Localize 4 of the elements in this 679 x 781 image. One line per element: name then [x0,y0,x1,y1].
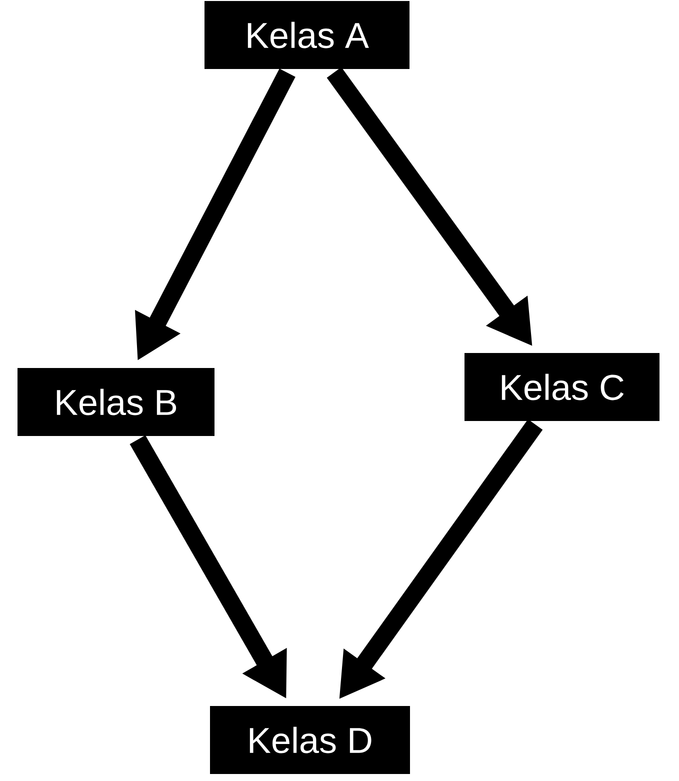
class-box: Kelas D [210,706,410,774]
class-box: Kelas B [18,368,214,436]
class-box: Kelas A [204,1,410,69]
class-box: Kelas C [464,353,660,421]
